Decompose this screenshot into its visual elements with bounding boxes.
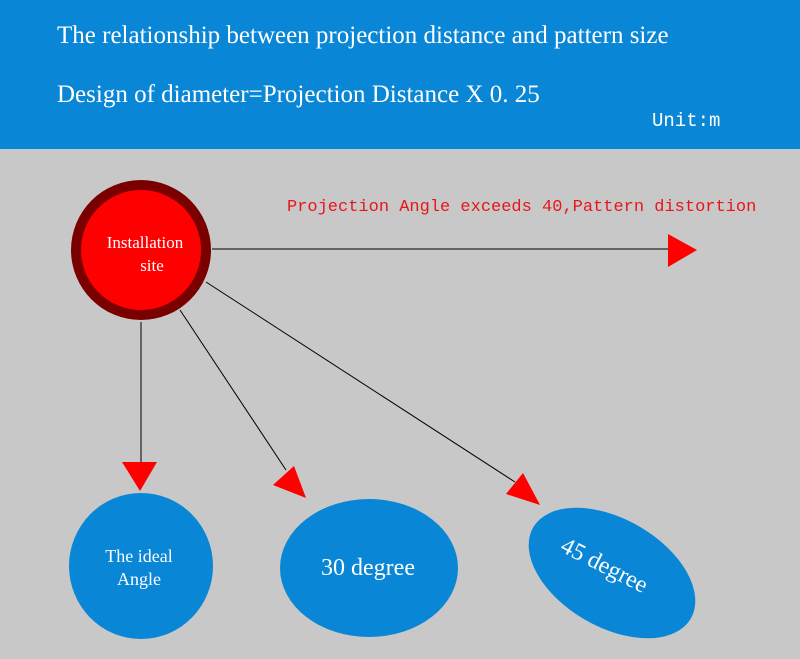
ideal-angle-node: The ideal Angle [69, 493, 213, 639]
arrow-head-30-degree-icon [273, 466, 306, 498]
formula-text: Design of diameter=Projection Distance X… [57, 81, 540, 108]
installation-site-label-line2: site [140, 256, 164, 275]
forty-five-degree-node: 45 degree [528, 507, 696, 639]
forty-five-degree-ellipse [528, 507, 696, 639]
unit-label: Unit:m [652, 110, 721, 132]
ideal-angle-label-line1: The ideal [105, 546, 172, 566]
thirty-degree-node: 30 degree [280, 499, 458, 637]
connector-45-degree [205, 281, 516, 483]
installation-site-core [81, 190, 201, 310]
ideal-angle-label-line2: Angle [117, 569, 161, 589]
thirty-degree-ellipse [280, 499, 458, 637]
arrow-head-horizontal-icon [668, 234, 697, 267]
arrow-head-ideal-icon [122, 462, 157, 491]
ideal-angle-circle [69, 493, 213, 639]
thirty-degree-label: 30 degree [321, 555, 415, 581]
arrow-head-45-degree-icon [506, 473, 540, 505]
installation-site-label-line1: Installation [107, 233, 184, 252]
connector-30-degree [179, 309, 287, 471]
warning-text: Projection Angle exceeds 40,Pattern dist… [287, 198, 756, 217]
installation-site-node: Installation site [71, 180, 211, 320]
page-title: The relationship between projection dist… [57, 22, 669, 49]
header-banner: The relationship between projection dist… [0, 0, 800, 149]
